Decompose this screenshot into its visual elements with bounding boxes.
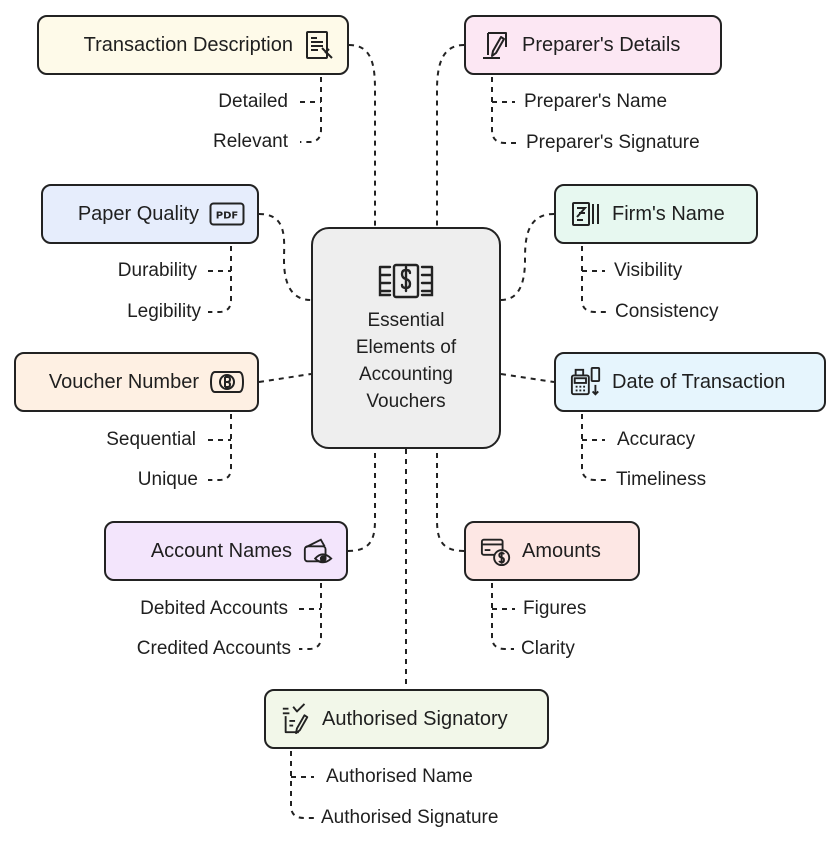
sequential-label: Sequential bbox=[106, 429, 196, 450]
account-names-title: Account Names bbox=[150, 539, 292, 562]
unique-label: Unique bbox=[137, 469, 198, 490]
credited-accounts-label: Credited Accounts bbox=[136, 638, 291, 659]
account-names-node: Account Names bbox=[104, 521, 348, 581]
visibility-label: Visibility bbox=[614, 260, 683, 281]
consistency-label: Consistency bbox=[615, 301, 719, 322]
pdf-icon: PDF bbox=[209, 202, 245, 226]
authorised-signatory-title: Authorised Signatory bbox=[322, 707, 508, 730]
center-node: Essential Elements of Accounting Voucher… bbox=[311, 227, 501, 449]
firms-name-title: Firm's Name bbox=[612, 202, 725, 225]
detailed-label: Detailed bbox=[218, 91, 288, 112]
amounts-title: Amounts bbox=[522, 539, 601, 562]
authorised-name-label: Authorised Name bbox=[326, 766, 473, 787]
transaction-description-node: Transaction Description bbox=[37, 15, 349, 75]
transaction-description-title: Transaction Description bbox=[83, 33, 293, 56]
calculator-date-icon bbox=[570, 366, 601, 396]
document-pen-icon bbox=[483, 32, 507, 59]
preparers-details-title: Preparer's Details bbox=[522, 33, 681, 56]
preparers-signature-label: Preparer's Signature bbox=[526, 132, 700, 153]
money-cash-icon bbox=[378, 263, 434, 299]
authorised-signatory-node: Authorised Signatory bbox=[264, 689, 549, 749]
paper-quality-node: Paper Quality PDF bbox=[41, 184, 259, 244]
firms-name-node: Firm's Name bbox=[554, 184, 758, 244]
date-of-transaction-title: Date of Transaction bbox=[612, 370, 786, 393]
receipt-icon bbox=[306, 31, 333, 59]
date-of-transaction-node: Date of Transaction bbox=[554, 352, 826, 412]
wallet-eye-icon bbox=[303, 538, 333, 564]
paper-quality-title: Paper Quality bbox=[77, 202, 199, 225]
timeliness-label: Timeliness bbox=[616, 469, 707, 490]
center-title: Essential Elements of Accounting Voucher… bbox=[355, 310, 457, 412]
durability-label: Durability bbox=[117, 260, 197, 281]
preparers-details-node: Preparer's Details bbox=[464, 15, 722, 75]
amounts-node: Amounts bbox=[464, 521, 640, 581]
preparers-name-label: Preparer's Name bbox=[524, 91, 668, 112]
voucher-number-node: Voucher Number bbox=[14, 352, 259, 412]
clarity-label: Clarity bbox=[521, 638, 575, 659]
accuracy-label: Accuracy bbox=[617, 429, 696, 450]
figures-label: Figures bbox=[523, 598, 587, 619]
card-dollar-icon bbox=[480, 538, 511, 567]
debited-accounts-label: Debited Accounts bbox=[140, 598, 288, 619]
legibility-label: Legibility bbox=[127, 301, 201, 322]
coin-ticket-icon bbox=[209, 371, 245, 393]
signature-check-icon bbox=[282, 703, 309, 735]
voucher-number-title: Voucher Number bbox=[48, 370, 199, 393]
company-card-icon bbox=[572, 202, 599, 226]
relevant-label: Relevant bbox=[213, 131, 288, 152]
svg-text:PDF: PDF bbox=[216, 211, 238, 222]
authorised-signature-label: Authorised Signature bbox=[321, 807, 499, 828]
